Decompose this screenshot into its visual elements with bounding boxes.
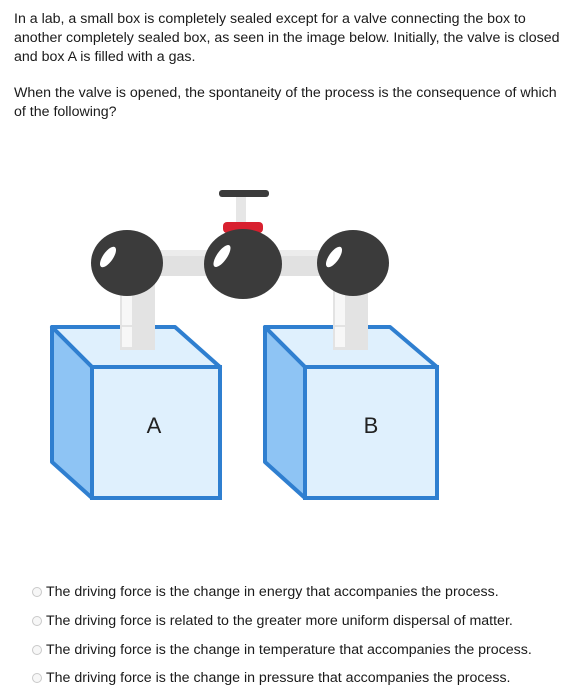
radio-button[interactable] [32,673,42,684]
question-paragraph-1: In a lab, a small box is completely seal… [14,11,560,65]
answer-option[interactable]: The driving force is the change in press… [32,664,577,693]
stem-b-highlight [335,290,345,346]
box-a: A [50,325,222,500]
radio-button[interactable] [32,644,42,655]
answer-options: The driving force is the change in energ… [32,578,577,693]
answer-option-label: The driving force is the change in tempe… [46,641,532,658]
stem-a-inner-highlight [122,327,132,347]
answer-option[interactable]: The driving force is the change in tempe… [32,635,577,664]
valve-handle-icon[interactable] [219,190,269,233]
answer-option-label: The driving force is the change in energ… [46,584,499,601]
answer-option[interactable]: The driving force is the change in energ… [32,578,577,607]
valve-ball-icon[interactable] [204,229,282,299]
radio-button[interactable] [32,616,42,627]
stem-b-inner-highlight [335,327,345,347]
answer-option-label: The driving force is related to the grea… [46,613,513,630]
connector-ball-icon [91,230,163,296]
connector-ball-icon [317,230,389,296]
box-a-label: A [147,413,162,438]
question-paragraph-2: When the valve is opened, the spontaneit… [14,85,557,120]
stem-a-highlight [122,290,132,346]
box-b-label: B [364,413,379,438]
box-b: B [263,325,439,500]
radio-button[interactable] [32,587,42,598]
answer-option[interactable]: The driving force is related to the grea… [32,607,577,636]
apparatus-diagram: A B [50,190,439,500]
apparatus-figure: A B [0,170,583,530]
question-text: In a lab, a small box is completely seal… [14,10,569,139]
box-a-front [90,365,222,500]
box-b-front [303,365,439,500]
answer-option-label: The driving force is the change in press… [46,670,511,687]
